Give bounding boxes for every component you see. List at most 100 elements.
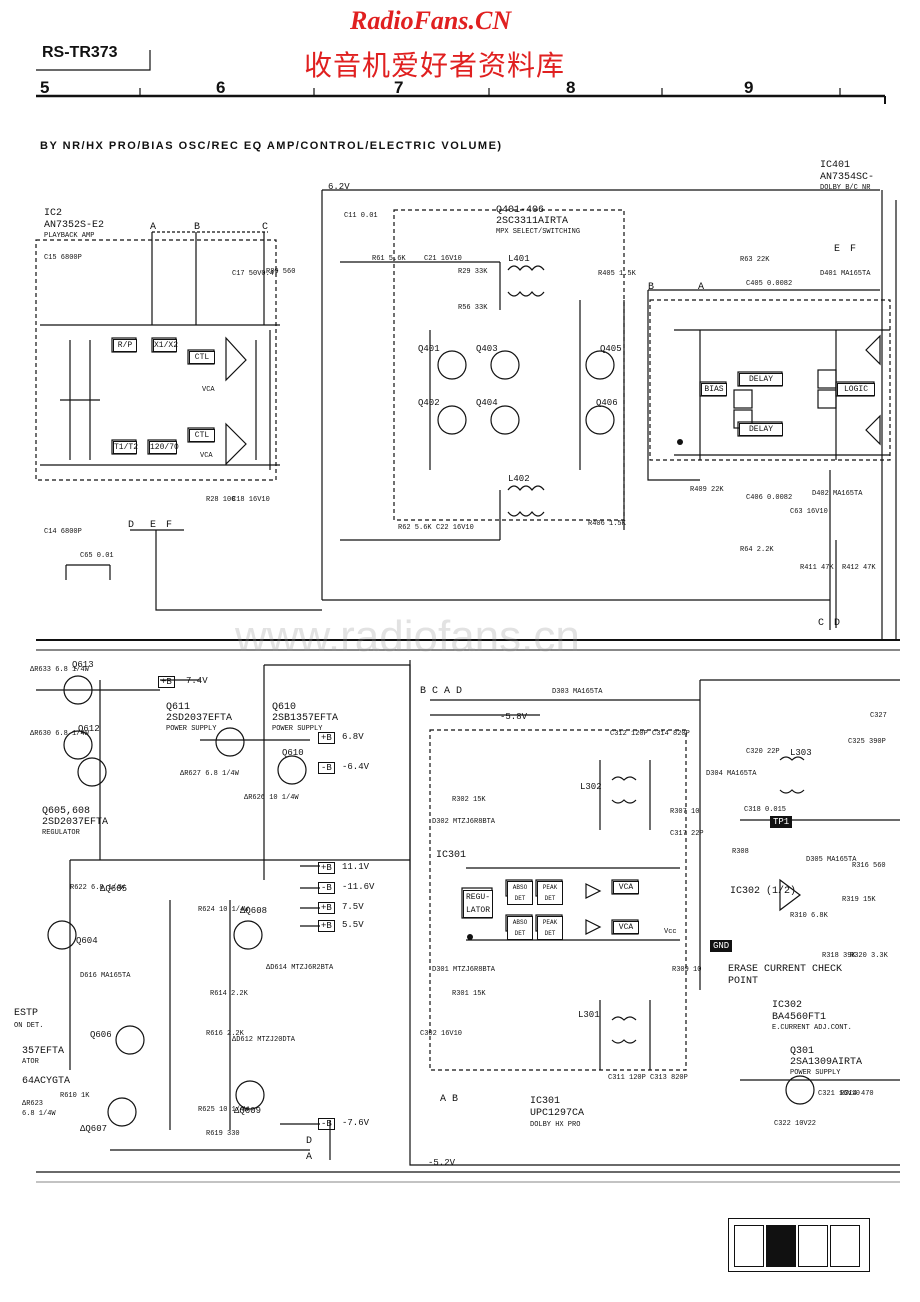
estp-label: ESTP xyxy=(14,1008,39,1019)
rail-plus-b-7-5: +B xyxy=(318,902,335,914)
legend-box-4 xyxy=(830,1225,860,1267)
connector-a-ic401: A xyxy=(698,282,705,293)
c322-label: C322 10V22 xyxy=(774,1120,817,1128)
connector-ab: A B xyxy=(440,1094,459,1105)
q405-label: Q405 xyxy=(600,344,622,354)
rail-minus-b-7-6: -B xyxy=(318,1118,335,1130)
ic302-desc: E.CURRENT ADJ.CONT. xyxy=(772,1024,852,1032)
c21-label: C21 16V10 xyxy=(424,255,462,263)
q605-ref: Q605,608 xyxy=(42,806,91,817)
r310-label: R310 6.8K xyxy=(790,912,828,920)
vca-block-ic301-lower: VCA xyxy=(613,921,639,934)
l402-label: L402 xyxy=(508,474,530,484)
rail-plus-b-11-1-value: 11.1V xyxy=(342,862,370,872)
rail-plus-b-11-1: +B xyxy=(318,862,335,874)
r302-label: R302 15K xyxy=(452,796,486,804)
c317-label: C317 22P xyxy=(670,830,704,838)
voltage-minus-5-2v: -5.2V xyxy=(428,1158,456,1168)
r28-label: R28 100 xyxy=(206,496,236,504)
q610-part: 2SB1357EFTA xyxy=(272,713,339,724)
rail-plus-b-5-5-value: 5.5V xyxy=(342,920,364,930)
r64-label: R64 2.2K xyxy=(740,546,774,554)
r56-label: R56 33K xyxy=(458,304,488,312)
c15-label: C15 6800P xyxy=(44,254,82,262)
ctl-block-upper: CTL xyxy=(189,351,215,364)
eq-120-70-switch: 120/70 xyxy=(149,441,179,454)
d303-label: D303 MA165TA xyxy=(552,688,603,696)
rail-plus-b-6-8: +B xyxy=(318,732,335,744)
r411-label: R411 47K xyxy=(800,564,834,572)
q401-part: 2SC3311AIRTA xyxy=(496,216,569,227)
r614-label: R614 2.2K xyxy=(210,990,248,998)
connector-d-right: D xyxy=(834,618,841,629)
r320-label: R320 3.3K xyxy=(850,952,888,960)
r61-label: R61 5.6K xyxy=(372,255,406,263)
watermark-subtitle: 收音机爱好者资料库 xyxy=(304,49,566,82)
ic301-desc: DOLBY HX PRO xyxy=(530,1121,581,1129)
peak-det-upper: PEAK DET xyxy=(537,881,563,905)
r623-label: ΔR623 xyxy=(22,1100,44,1108)
c63-label: C63 16V10 xyxy=(790,508,828,516)
q401-desc: MPX SELECT/SWITCHING xyxy=(496,228,581,236)
rail-plus-b-5-5: +B xyxy=(318,920,335,932)
connector-bcad: B C A D xyxy=(420,686,463,697)
ic302-part: BA4560FT1 xyxy=(772,1012,827,1023)
q605-small-label: ΔQ605 xyxy=(100,884,128,894)
r318-label: R318 39K xyxy=(822,952,856,960)
regulator-block: REGU- LATOR xyxy=(463,890,493,918)
rail-plus-b-7-5-value: 7.5V xyxy=(342,902,364,912)
d401-label: D401 MA165TA xyxy=(820,270,871,278)
d614-label: ΔD614 MTZJ6R2BTA xyxy=(266,964,334,972)
q606-label: Q606 xyxy=(90,1030,112,1040)
q607-label: ΔQ607 xyxy=(80,1124,108,1134)
q401-ref: Q401-406 xyxy=(496,205,545,216)
section-title: BY NR/HX PRO/BIAS OSC/REC EQ AMP/CONTROL… xyxy=(40,140,503,152)
x1x2-switch: X1/X2 xyxy=(153,339,179,352)
column-number-9: 9 xyxy=(744,78,754,97)
r633-label: ΔR633 6.8 1/4W xyxy=(30,666,89,674)
abso-det-lower: ABSO DET xyxy=(507,916,533,940)
d612-label: ΔD612 MTZJ20DTA xyxy=(232,1036,296,1044)
d616-label: D616 MA165TA xyxy=(80,972,131,980)
l303-label: L303 xyxy=(790,748,812,758)
c11-label: C11 0.01 xyxy=(344,212,378,220)
r624-label: R624 10 1/4W xyxy=(198,906,249,914)
d402-label: D402 MA165TA xyxy=(812,490,863,498)
partial-efta-label: 357EFTA xyxy=(22,1046,65,1057)
q301-ref: Q301 xyxy=(790,1046,815,1057)
c14-label: C14 6800P xyxy=(44,528,82,536)
rail-minus-b-6-4-value: -6.4V xyxy=(342,762,370,772)
q610-ref: Q610 xyxy=(272,702,297,713)
r309-label: R309 10 xyxy=(672,966,702,974)
erase-current-check-point: ERASE CURRENT CHECK POINT xyxy=(728,964,843,987)
ic2-desc: PLAYBACK AMP xyxy=(44,232,95,240)
c311-label: C311 120P xyxy=(608,1074,646,1082)
ic401-part: AN7354SC- xyxy=(820,172,875,183)
q605-part: 2SD2037EFTA xyxy=(42,817,109,828)
vca-lower-label: VCA xyxy=(200,452,213,460)
delay-block-upper: DELAY xyxy=(739,373,783,386)
connector-a-arrow: A xyxy=(306,1152,313,1163)
abso-det-upper: ABSO DET xyxy=(507,881,533,905)
delay-block-lower: DELAY xyxy=(739,423,783,436)
ctl-block-lower: CTL xyxy=(189,429,215,442)
ic401-ref: IC401 xyxy=(820,160,851,171)
r610-label: R610 1K xyxy=(60,1092,90,1100)
ic401-desc: DOLBY B/C NR xyxy=(820,184,871,192)
r62-label: R62 5.6K xyxy=(398,524,432,532)
vcc-label: Vcc xyxy=(664,928,677,936)
connector-c-right: C xyxy=(818,618,825,629)
l302-label: L302 xyxy=(580,782,602,792)
q611-ref: Q611 xyxy=(166,702,191,713)
d302-label: D302 MTZJ6R8BTA xyxy=(432,818,496,826)
connector-f-bottom: F xyxy=(166,520,173,531)
connector-d-bottom: D xyxy=(128,520,135,531)
voltage-6-2v: 6.2V xyxy=(328,182,350,192)
l301-label: L301 xyxy=(578,1010,600,1020)
c22-label: C22 16V10 xyxy=(436,524,474,532)
r622-label: R622 6.8 1/4W xyxy=(70,884,125,892)
c18-label: C18 16V10 xyxy=(232,496,270,504)
column-number-6: 6 xyxy=(216,78,226,97)
ic302-ref: IC302 xyxy=(772,1000,803,1011)
